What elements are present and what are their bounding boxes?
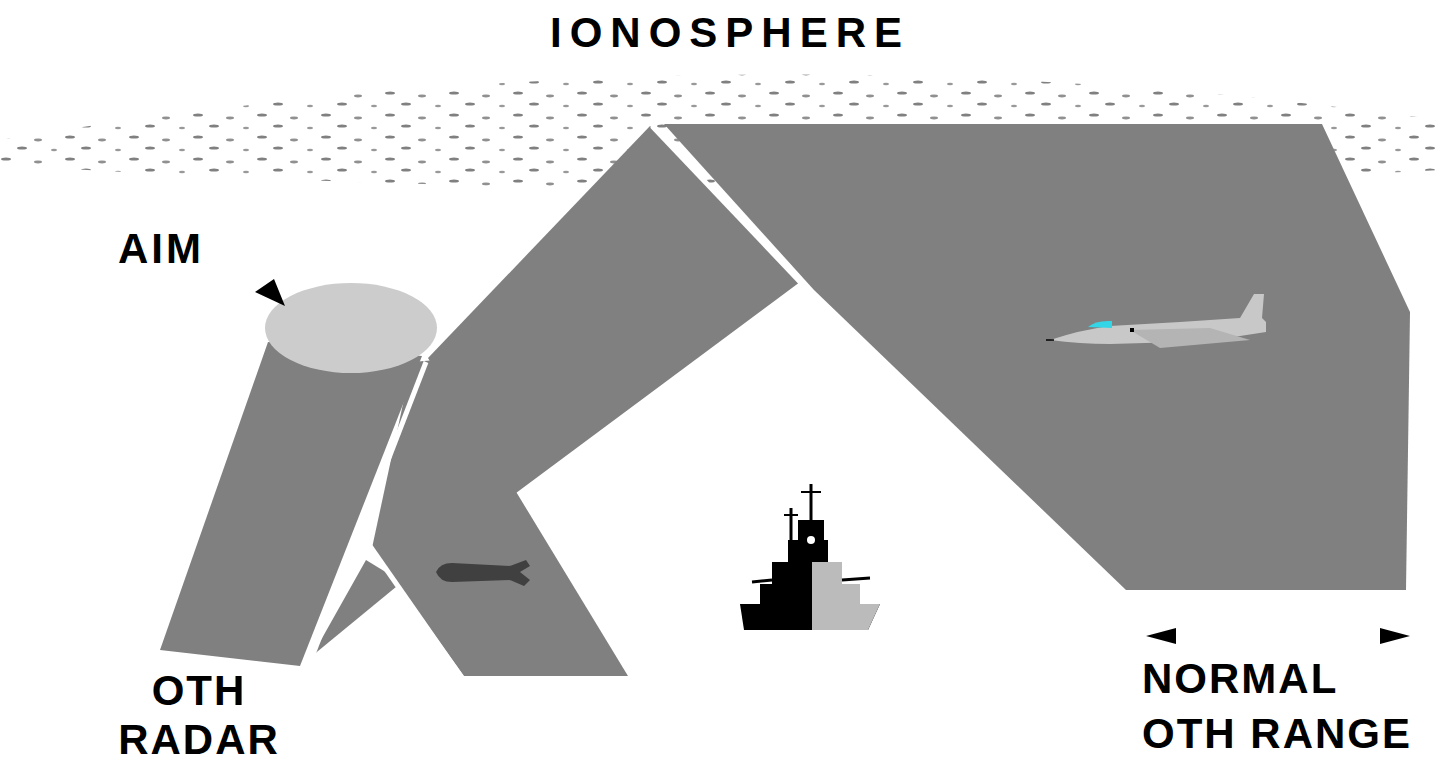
ship-yard [784,514,798,516]
ship-bridge [788,540,828,562]
aircraft-probe [1046,339,1054,341]
band-gap [310,362,426,662]
label-text: AIM [118,224,268,274]
ship-superstructure-light [812,562,842,584]
aircraft-canopy [1088,321,1112,328]
ship-mast [790,508,793,540]
missile-fins [510,560,530,586]
range-arrowhead [1380,628,1410,644]
ship-hull [740,604,880,630]
missile-body [436,563,512,582]
ship-window [807,536,815,544]
ship-deck [760,584,860,604]
band-gap [652,126,802,284]
aircraft-detail [1130,328,1134,332]
ship-icon [740,484,880,630]
aim-reflector [265,283,437,373]
ship-gun [752,580,772,582]
ray-band [664,124,1410,590]
ship-gun [842,578,870,580]
ship-superstructure [772,562,842,584]
aim-pointer [255,279,285,306]
aircraft-wing [1130,328,1250,348]
label-text: IONOSPHERE [500,8,960,58]
ship-yard [801,491,821,493]
aircraft-icon [1046,294,1266,348]
label-text: NORMAL OTH RANGE [1142,652,1428,761]
range-arrowhead [1146,628,1176,644]
missile-icon [436,560,530,586]
ship-hull-light [812,604,880,630]
label-text: OTH RADAR [104,667,294,764]
ship-mast [810,484,813,520]
ship-deck-light [812,584,860,604]
